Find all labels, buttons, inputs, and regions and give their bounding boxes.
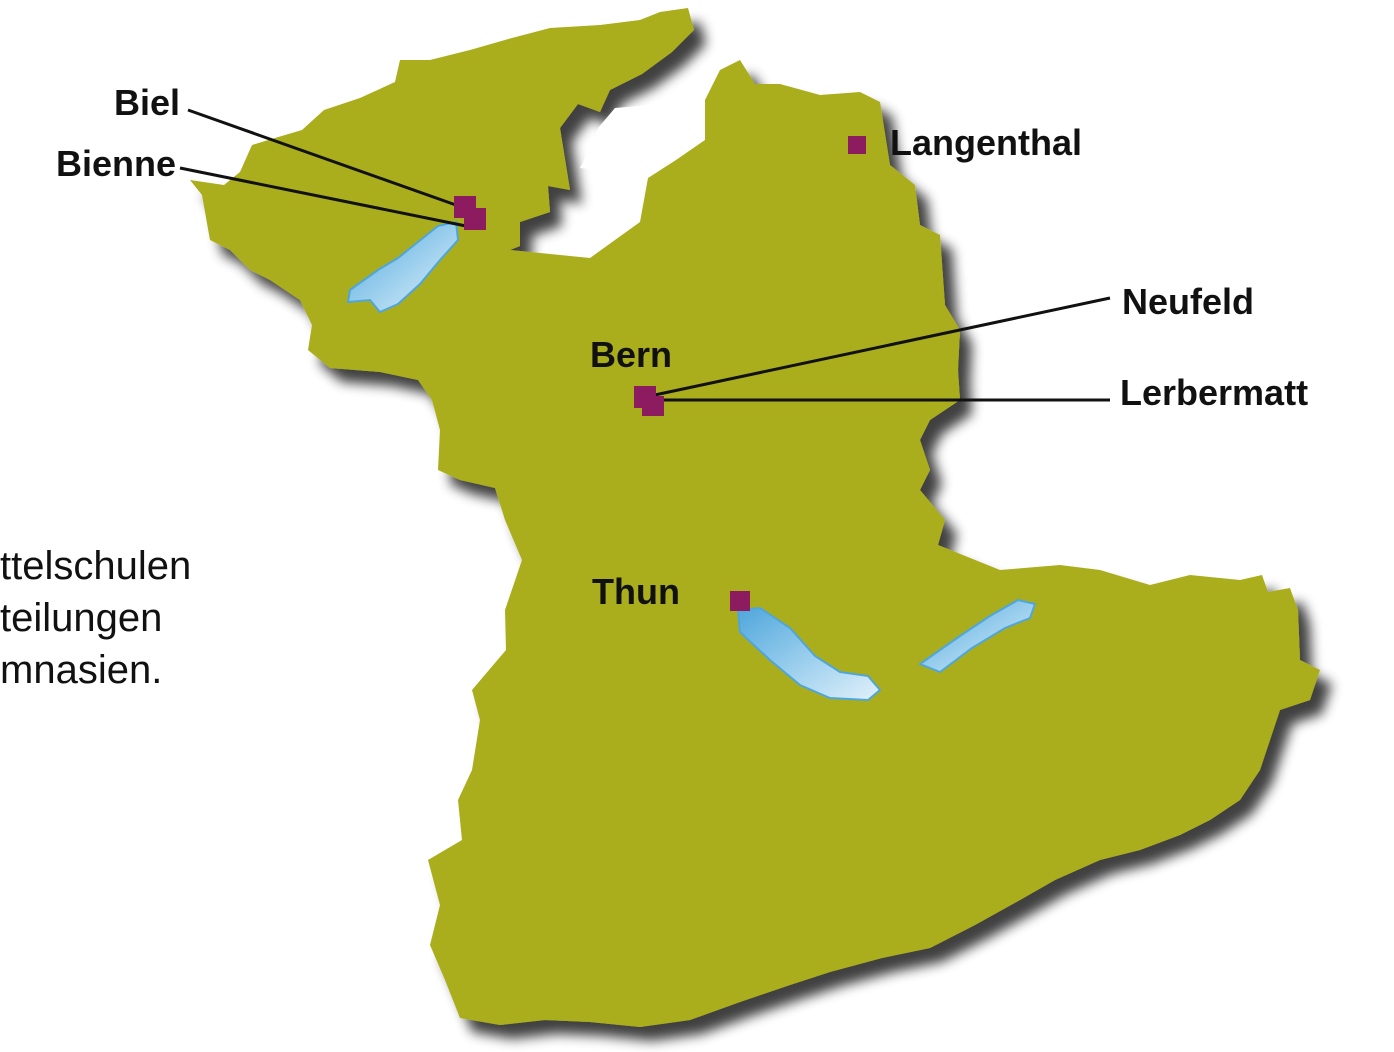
label-langenthal: Langenthal [890,122,1082,163]
leader-line-biel [187,108,471,212]
lake-biel [346,220,460,314]
label-biel: Biel [114,82,180,123]
leader-line-bienne [179,166,467,228]
marker-langenthal [848,136,866,154]
canton-land [190,8,1320,1027]
label-neufeld: Neufeld [1122,281,1254,322]
intro-line: mnasien. [0,648,163,692]
intro-line: teilungen [0,596,163,640]
marker-lerbermatt [642,396,664,416]
leader-line-neufeld [649,296,1111,398]
enclave-gap [580,105,660,170]
label-thun: Thun [592,571,680,612]
marker-thun [730,591,750,611]
label-bern: Bern [590,334,672,375]
lake-thun [736,606,882,702]
intro-text: ttelschulen teilungen mnasien. [0,540,191,696]
lake-brienz [917,598,1037,674]
label-bienne: Bienne [56,143,176,184]
marker-bienne [464,208,486,230]
intro-line: ttelschulen [0,544,192,588]
label-lerbermatt: Lerbermatt [1120,372,1308,413]
